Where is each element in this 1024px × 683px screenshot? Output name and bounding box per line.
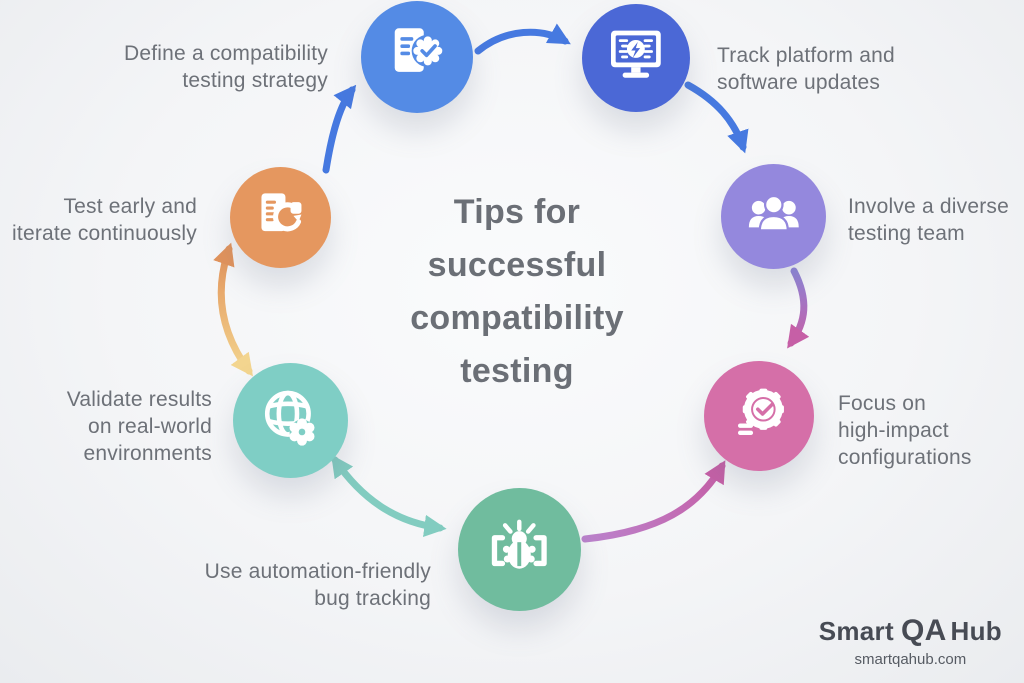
node-validate-results <box>233 363 348 478</box>
node-define-strategy <box>361 1 473 113</box>
node-test-early <box>230 167 331 268</box>
arrow-validate-bug-double <box>331 454 447 538</box>
brand-smart: Smart <box>818 616 894 646</box>
arrow-test-early-validate-double <box>213 242 253 377</box>
label-define-strategy: Define a compatibility testing strategy <box>124 42 328 92</box>
brand-footer: Smart QA Hub smartqahub.com <box>819 614 1002 668</box>
brand-hub: Hub <box>950 616 1002 646</box>
label-track-updates: Track platform and software updates <box>717 44 895 94</box>
node-track-updates <box>582 4 690 112</box>
label-diverse-team: Involve a diverse testing team <box>848 195 1009 245</box>
team-icon <box>748 194 799 232</box>
brand-website: smartqahub.com <box>854 651 967 668</box>
label-bug-tracking: Use automation-friendly bug tracking <box>204 560 431 610</box>
brand-logo: Smart QA Hub <box>819 614 1002 648</box>
bug-brackets-icon <box>492 519 547 569</box>
monitor-update-icon <box>611 30 661 78</box>
label-validate-results: Validate results on real-world environme… <box>66 388 212 465</box>
label-high-impact: Focus on high-impact configurations <box>838 392 972 469</box>
document-check-icon <box>394 27 444 72</box>
arrow-bug-to-focus <box>581 460 726 543</box>
node-diverse-team <box>721 164 826 269</box>
brand-qa: QA <box>900 614 947 647</box>
node-high-impact <box>704 361 814 471</box>
document-refresh-icon <box>261 193 304 232</box>
arrow-involve-to-focus <box>787 267 810 349</box>
label-test-early: Test early and iterate continuously <box>12 195 197 245</box>
gear-check-icon <box>738 389 785 436</box>
arrow-test-early-to-define <box>322 84 357 174</box>
node-bug-tracking <box>458 488 581 611</box>
arrow-define-to-track <box>474 23 571 55</box>
globe-gear-icon <box>265 390 315 446</box>
page-title: Tips for successful compatibility testin… <box>410 193 624 390</box>
